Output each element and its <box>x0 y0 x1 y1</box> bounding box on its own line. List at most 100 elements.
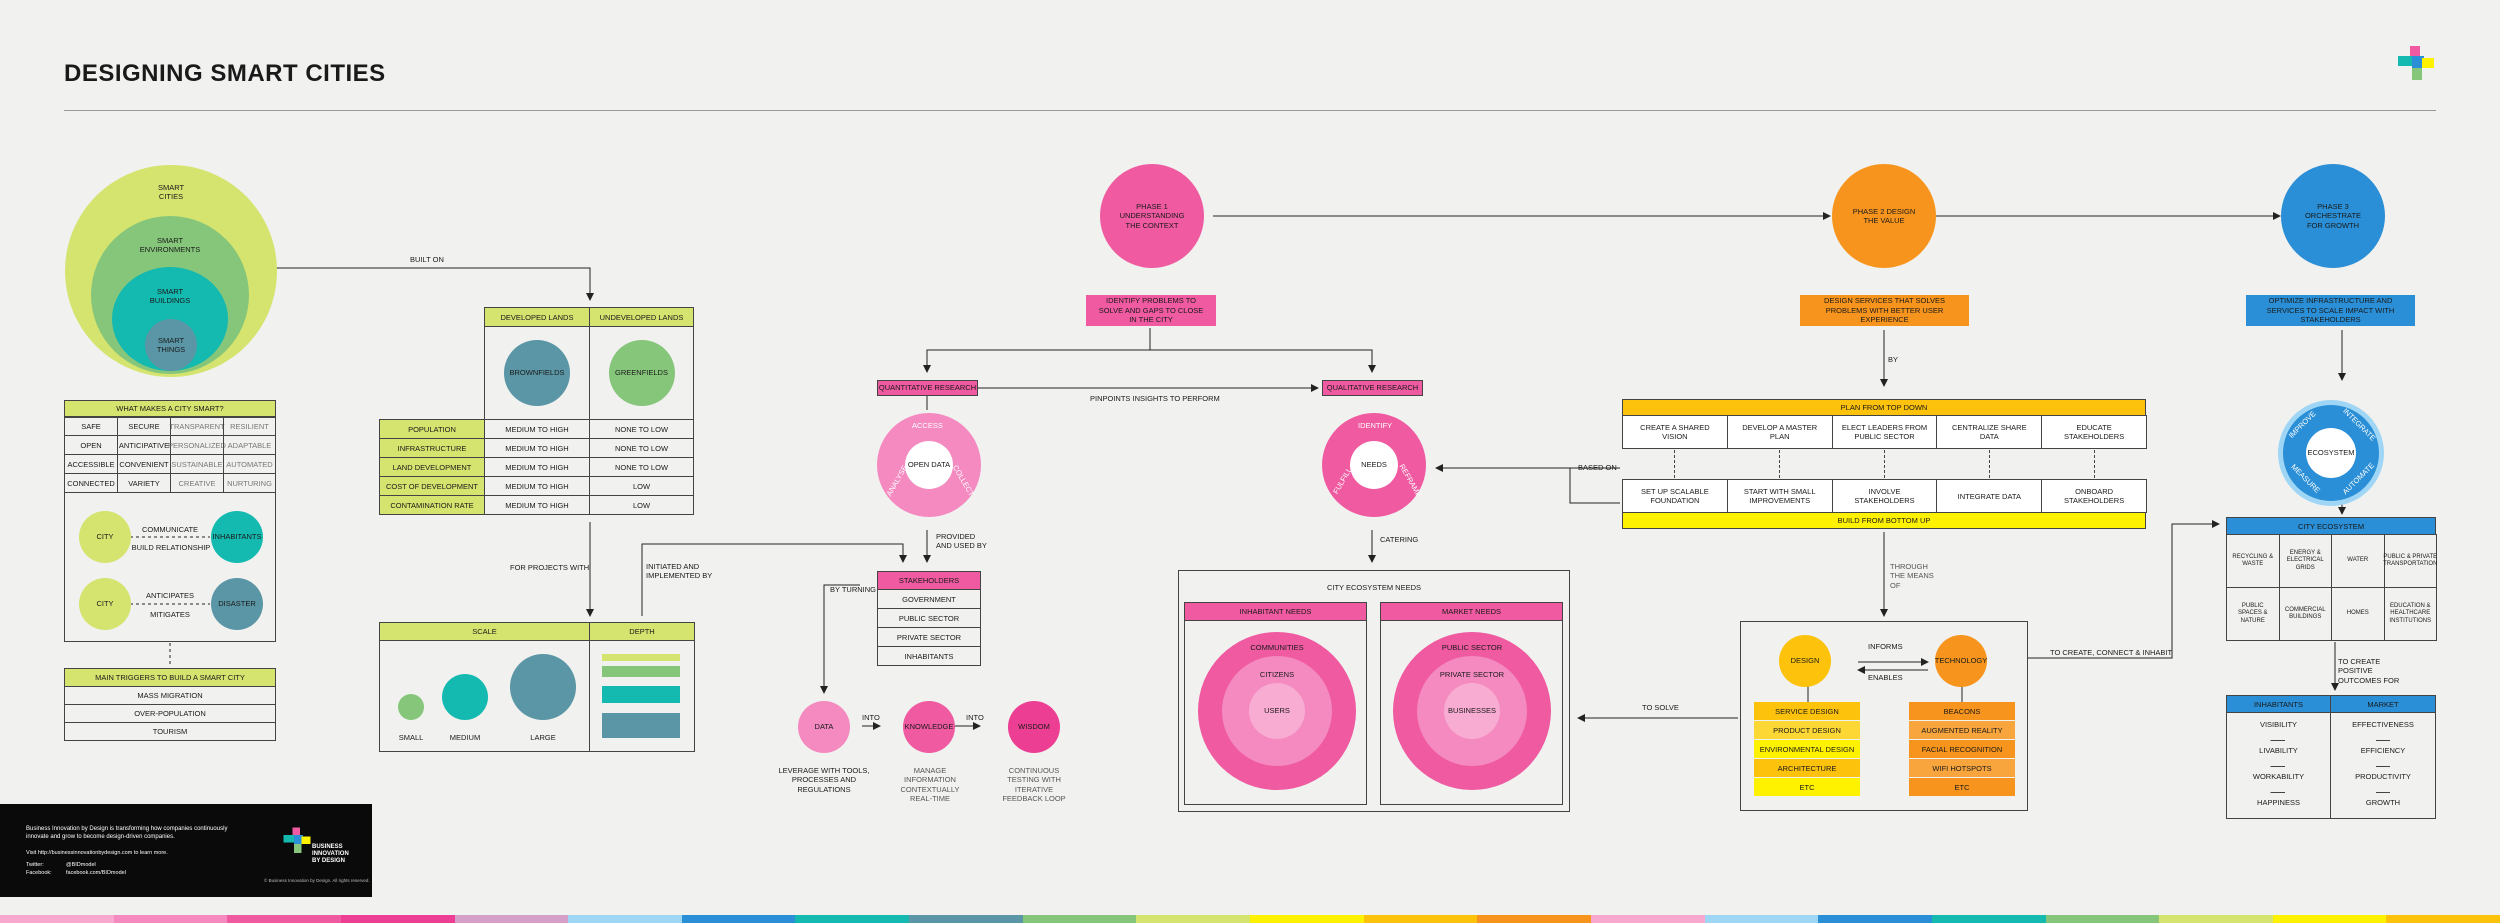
city-ecosystem-cell: PUBLIC & PRIVATE TRANSPORTATION <box>2383 534 2437 588</box>
outcomes-inhabitants-header: INHABITANTS <box>2226 695 2331 713</box>
stakeholder-item: INHABITANTS <box>877 646 981 666</box>
brand-logo-icon <box>2398 46 2434 80</box>
scale-header: SCALE <box>379 622 590 641</box>
users-ring: USERS <box>1249 683 1305 739</box>
depth-header: DEPTH <box>589 622 695 641</box>
smart-trait-cell: ANTICIPATIVE <box>117 435 171 455</box>
citizens-label: CITIZENS <box>1259 670 1295 679</box>
outcome-market: GROWTH <box>2365 798 2401 808</box>
quantitative-research-label: QUANTITATIVE RESEARCH <box>877 380 978 396</box>
title-divider <box>64 110 2436 111</box>
greenfields-cell: GREENFIELDS <box>589 326 694 420</box>
city-circle-1: CITY <box>79 511 131 563</box>
design-item: PRODUCT DESIGN <box>1754 721 1860 739</box>
initiated-label: INITIATED AND IMPLEMENTED BY <box>646 562 713 581</box>
public-sector-label: PUBLIC SECTOR <box>1441 643 1503 652</box>
phase1-circle: PHASE 1 UNDERSTANDING THE CONTEXT <box>1100 164 1204 268</box>
stakeholder-item: GOVERNMENT <box>877 589 981 609</box>
ecosystem-needs-title: CITY ECOSYSTEM NEEDS <box>1326 583 1422 592</box>
stripe-segment <box>1136 915 1251 923</box>
city-ecosystem-cell: COMMERCIAL BUILDINGS <box>2278 587 2332 641</box>
smart-things-label: SMART THINGS <box>156 335 186 354</box>
stripe-segment <box>113 915 228 923</box>
needs-center: NEEDS <box>1350 441 1398 489</box>
stripe-segment <box>340 915 455 923</box>
smart-trait-cell: OPEN <box>64 435 118 455</box>
businesses-ring: BUSINESSES <box>1444 683 1500 739</box>
scale-small-circle <box>398 694 424 720</box>
smart-trait-cell: SUSTAINABLE <box>170 454 224 474</box>
outcome-chevron <box>2376 734 2390 741</box>
stripe-segment <box>1022 915 1137 923</box>
stripe-segment <box>2045 915 2160 923</box>
outcome-chevron <box>2376 786 2390 793</box>
color-stripe <box>0 915 2500 923</box>
smart-trait-cell: RESILIENT <box>223 416 276 436</box>
footer-line1: Business Innovation by Design is transfo… <box>26 826 228 840</box>
footer-line2[interactable]: Visit http://businessinnovationbydesign.… <box>26 850 168 856</box>
to-create-positive-label: TO CREATE POSITIVE OUTCOMES FOR <box>2338 657 2400 685</box>
to-solve-label: TO SOLVE <box>1642 703 1679 712</box>
built-on-label: BUILT ON <box>410 255 444 264</box>
footer-copyright: © Business Innovation by Design. All rig… <box>264 878 370 883</box>
market-needs-header: MARKET NEEDS <box>1380 602 1563 621</box>
outcome-chevron <box>2376 760 2390 767</box>
city-ecosystem-cell: PUBLIC SPACES & NATURE <box>2226 587 2280 641</box>
smart-trait-cell: PERSONALIZED <box>168 435 226 455</box>
by-label: BY <box>1888 355 1899 364</box>
technology-circle: TECHNOLOGY <box>1935 635 1987 687</box>
anticipates-label: ANTICIPATES <box>145 591 195 600</box>
outcome-inhabitant: HAPPINESS <box>2257 798 2300 808</box>
for-projects-label: FOR PROJECTS WITH <box>510 563 590 572</box>
stripe-segment <box>1704 915 1819 923</box>
tech-item: ETC <box>1909 778 2015 796</box>
private-sector-label: PRIVATE SECTOR <box>1439 670 1505 679</box>
scale-large-circle <box>510 654 576 720</box>
scale-medium-circle <box>442 674 488 720</box>
ecosystem-center: ECOSYSTEM <box>2306 428 2356 478</box>
facebook-label: Facebook: <box>26 870 52 876</box>
phase2-desc: DESIGN SERVICES THAT SOLVES PROBLEMS WIT… <box>1800 295 1969 326</box>
to-create-label: TO CREATE, CONNECT & INHABIT <box>2050 648 2173 657</box>
through-label: THROUGH THE MEANS OF <box>1890 562 1934 590</box>
plan-top-header: PLAN FROM TOP DOWN <box>1622 399 2146 416</box>
city-ecosystem-cell: HOMES <box>2331 587 2385 641</box>
facebook-link[interactable]: facebook.com/BIDmodel <box>66 870 126 876</box>
smart-trait-cell: SECURE <box>117 416 171 436</box>
smart-trait-cell: SAFE <box>64 416 118 436</box>
smart-trait-cell: AUTOMATED <box>223 454 276 474</box>
land-row-label: COST OF DEVELOPMENT <box>379 476 485 496</box>
land-row-value: NONE TO LOW <box>589 457 694 477</box>
phase1-desc: IDENTIFY PROBLEMS TO SOLVE AND GAPS TO C… <box>1086 295 1216 326</box>
land-row-value: MEDIUM TO HIGH <box>484 495 590 515</box>
stripe-segment <box>1363 915 1478 923</box>
depth-bar <box>602 713 680 738</box>
trigger-item: TOURISM <box>64 722 276 741</box>
stripe-segment <box>909 915 1023 923</box>
plan-bottom-step: START WITH SMALL IMPROVEMENTS <box>1726 479 1833 513</box>
stripe-segment <box>1250 915 1364 923</box>
plan-top-step: CREATE A SHARED VISION <box>1622 415 1728 449</box>
enables-label: ENABLES <box>1868 673 1903 682</box>
by-turning-label: BY TURNING <box>830 585 876 594</box>
phase3-circle: PHASE 3 ORCHESTRATE FOR GROWTH <box>2281 164 2385 268</box>
footer-logo-icon <box>283 827 311 853</box>
outcomes-market-header: MARKET <box>2330 695 2436 713</box>
city-ecosystem-cell: ENERGY & ELECTRICAL GRIDS <box>2278 534 2332 588</box>
land-row-label: POPULATION <box>379 419 485 439</box>
phase2-circle: PHASE 2 DESIGN THE VALUE <box>1832 164 1936 268</box>
stripe-segment <box>2272 915 2387 923</box>
page-title: DESIGNING SMART CITIES <box>64 60 386 87</box>
land-row-value: MEDIUM TO HIGH <box>484 438 590 458</box>
inhabitant-needs-header: INHABITANT NEEDS <box>1184 602 1367 621</box>
city-ecosystem-cell: RECYCLING & WASTE <box>2226 534 2280 588</box>
ecosystem-needs-panel <box>1178 570 1570 812</box>
twitter-handle[interactable]: @BIDmodel <box>66 862 96 868</box>
plan-connector <box>1779 450 1781 478</box>
what-makes-panel <box>64 400 276 642</box>
triggers-title: MAIN TRIGGERS TO BUILD A SMART CITY <box>64 668 276 687</box>
stakeholders-header: STAKEHOLDERS <box>877 571 981 590</box>
plan-connector <box>1884 450 1885 478</box>
outcome-chevron <box>2270 760 2285 767</box>
land-row-label: INFRASTRUCTURE <box>379 438 485 458</box>
